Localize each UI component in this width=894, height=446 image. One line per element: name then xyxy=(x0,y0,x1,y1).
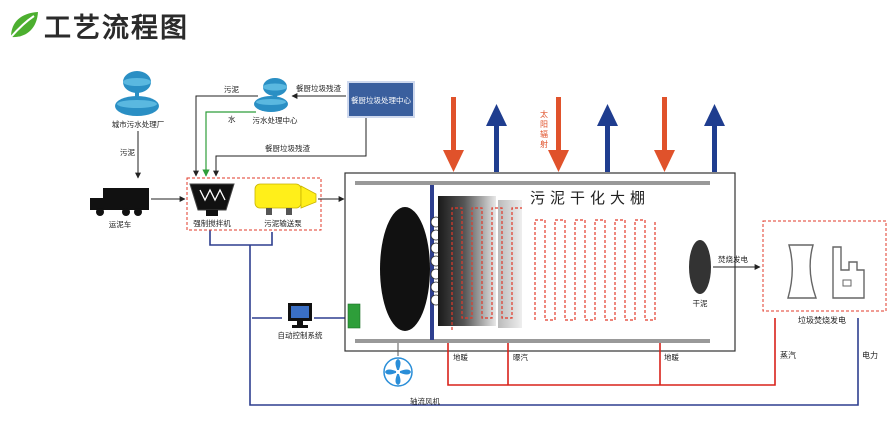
truck-icon xyxy=(90,188,149,216)
sludge-left-label: 污泥 xyxy=(120,148,135,157)
factory-window xyxy=(842,279,852,287)
aeration-label: 曝汽 xyxy=(513,352,528,362)
kitchen-center-box xyxy=(347,81,415,118)
power-label: 电力 xyxy=(862,350,878,360)
arrow-sludge-to-mixer xyxy=(193,95,258,177)
solar-label-char: 太 xyxy=(540,109,548,119)
water-tower-icon xyxy=(115,71,159,116)
page-title: 工艺流程图 xyxy=(44,12,189,44)
sludge-bed-dense xyxy=(438,196,496,326)
heating-coil-left xyxy=(451,207,522,330)
heat-up-arrow xyxy=(486,104,507,172)
pump-icon xyxy=(254,183,317,215)
kitchen-residue-mid-label: 餐厨垃圾残渣 xyxy=(265,143,310,153)
factory-icon xyxy=(832,246,865,299)
sludge-top-label: 污泥 xyxy=(224,85,239,94)
solar-arrows xyxy=(443,97,725,172)
control-lines xyxy=(209,230,859,406)
mixer-label: 强制搅拌机 xyxy=(193,218,231,228)
city-plant-label: 城市污水处理厂 xyxy=(112,119,165,129)
solar-down-arrow xyxy=(654,97,675,172)
computer-icon xyxy=(288,303,312,328)
steam-label: 蒸汽 xyxy=(780,350,796,360)
water-label: 水 xyxy=(228,114,236,124)
dry-sludge-label: 干泥 xyxy=(693,299,708,308)
solar-label-char: 射 xyxy=(540,139,548,149)
mixer-icon xyxy=(189,183,235,216)
solar-label-char: 辐 xyxy=(540,129,548,139)
dry-sludge-pile xyxy=(689,240,711,294)
water-tower-icon xyxy=(254,78,288,112)
arrow-kitchen-to-mixer xyxy=(213,118,367,177)
kitchen-center-label: 餐厨垃圾处理中心 xyxy=(351,95,411,105)
header: 工艺流程图 xyxy=(8,6,189,44)
auto-control-label: 自动控制系统 xyxy=(278,330,323,340)
solar-down-arrow xyxy=(548,97,569,172)
control-panel xyxy=(347,303,361,329)
greenhouse-top-rail xyxy=(355,181,710,185)
greenhouse-bottom-rail xyxy=(355,339,710,343)
truck-label: 运泥车 xyxy=(109,219,132,229)
heating-coil-right xyxy=(534,219,656,321)
wwtp-label: 污水处理中心 xyxy=(253,115,298,125)
arrow-water-to-mixer xyxy=(202,111,256,177)
turner-drum xyxy=(380,207,430,331)
floor-heat-left-label: 地暖 xyxy=(453,352,468,362)
kitchen-residue-top-label: 餐厨垃圾残渣 xyxy=(296,83,341,93)
cooling-tower-icon xyxy=(787,244,817,299)
leaf-logo-icon xyxy=(10,12,38,38)
greenhouse-label: 污泥干化大棚 xyxy=(530,189,650,207)
burn-power-label: 焚烧发电 xyxy=(718,254,748,264)
heat-up-arrow xyxy=(704,104,725,172)
fan-icon xyxy=(383,343,413,387)
solar-down-arrow xyxy=(443,97,464,172)
incinerator-box xyxy=(762,220,887,312)
pump-label: 污泥输送泵 xyxy=(264,218,302,228)
floor-heat-right-label: 地暖 xyxy=(664,352,679,362)
incinerator-label: 垃圾焚烧发电 xyxy=(798,315,846,325)
solar-label: 太 阳 辐 射 xyxy=(540,109,548,149)
heat-up-arrow xyxy=(597,104,618,172)
solar-label-char: 阳 xyxy=(540,120,548,129)
axial-fan-label: 轴流风机 xyxy=(410,396,440,406)
steam-pipes xyxy=(447,318,776,386)
mixer-pump-box xyxy=(186,177,322,231)
